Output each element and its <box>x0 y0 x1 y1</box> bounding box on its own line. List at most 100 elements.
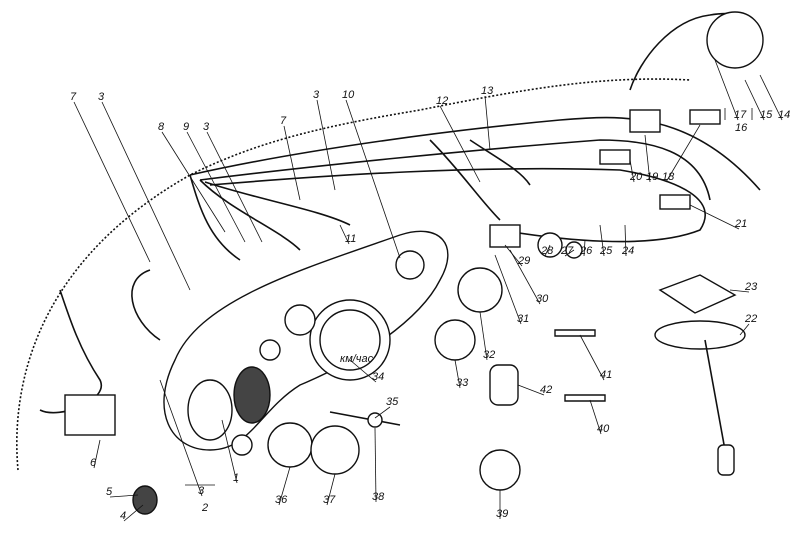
callout-leader-line <box>439 105 481 183</box>
callout-3: 3 <box>198 485 205 497</box>
callout-leader-line <box>564 249 575 257</box>
instrument-panel: км/час <box>163 230 449 451</box>
callout-leader-line <box>73 101 151 263</box>
callout-42: 42 <box>540 384 552 396</box>
callout-leader-line <box>739 323 750 336</box>
callout-1: 1 <box>233 472 239 484</box>
callout-leader-line <box>599 224 605 257</box>
callout-26: 26 <box>579 245 593 257</box>
callout-2: 2 <box>201 502 208 514</box>
callout-leader-line <box>744 79 765 121</box>
callout-5: 5 <box>106 486 113 498</box>
callout-leader-line <box>278 466 291 506</box>
callout-6: 6 <box>90 457 97 469</box>
callout-12: 12 <box>436 95 448 107</box>
callout-29: 29 <box>517 255 530 267</box>
callout-leader-line <box>101 101 191 291</box>
callout-35: 35 <box>386 396 399 408</box>
callout-leader-line <box>629 159 635 183</box>
callout-leader-line <box>349 359 377 383</box>
gauge-32 <box>457 267 503 313</box>
callout-leader-line <box>316 99 336 191</box>
gasket-22 <box>654 320 746 350</box>
callout-leader-line <box>221 419 238 484</box>
callout-21: 21 <box>734 218 747 230</box>
callout-leader-line <box>484 95 491 151</box>
callout-leader-line <box>494 254 522 325</box>
callout-33: 33 <box>456 377 469 389</box>
gauge-36 <box>267 422 313 468</box>
gauge-33 <box>434 319 476 361</box>
callout-leader-line <box>339 224 350 245</box>
callout-32: 32 <box>483 349 495 361</box>
callout-leader-line <box>186 131 246 243</box>
callout-37: 37 <box>323 494 336 506</box>
callout-leader-line <box>544 244 551 257</box>
callout-27: 27 <box>560 245 574 257</box>
callout-25: 25 <box>599 245 613 257</box>
callout-20: 20 <box>629 171 643 183</box>
fuel-sender-23 <box>658 274 737 314</box>
callout-leader-line <box>109 494 139 498</box>
callout-leader-line <box>714 59 739 121</box>
callout-3: 3 <box>203 121 210 133</box>
callout-8: 8 <box>158 121 165 133</box>
callout-leader-line <box>759 74 783 121</box>
callout-leader-line <box>644 134 651 183</box>
callout-23: 23 <box>744 281 758 293</box>
callout-leader-line <box>161 131 226 233</box>
callout-38: 38 <box>372 491 385 503</box>
callout-22: 22 <box>744 313 757 325</box>
callout-18: 18 <box>662 171 675 183</box>
callout-31: 31 <box>517 313 529 325</box>
callout-leader-line <box>689 204 740 230</box>
callout-10: 10 <box>342 89 355 101</box>
callout-3: 3 <box>98 91 105 103</box>
callout-leader-line <box>729 289 750 293</box>
callout-leader-line <box>93 439 101 469</box>
callout-24: 24 <box>621 245 634 257</box>
callout-leader-line <box>206 131 263 243</box>
callout-leader-line <box>123 504 144 522</box>
callout-13: 13 <box>481 85 494 97</box>
callout-leader-line <box>345 99 401 259</box>
callout-leader-line <box>517 384 545 396</box>
callout-9: 9 <box>183 121 189 133</box>
part-42 <box>489 364 519 406</box>
gauge-37 <box>310 425 360 475</box>
callout-17: 17 <box>734 109 747 121</box>
callout-leader-line <box>509 249 541 305</box>
callout-19: 19 <box>646 171 658 183</box>
callout-leader-line <box>589 399 602 435</box>
loose-parts <box>64 11 764 515</box>
callout-7: 7 <box>70 91 77 103</box>
lamp-housing <box>706 11 764 69</box>
callout-39: 39 <box>496 508 508 520</box>
callout-leader-line <box>579 334 605 381</box>
callout-15: 15 <box>760 109 773 121</box>
callout-leader-line <box>326 473 336 506</box>
callout-14: 14 <box>778 109 790 121</box>
callout-leader-line <box>479 311 488 361</box>
callout-34: 34 <box>372 371 384 383</box>
callout-40: 40 <box>597 423 610 435</box>
callout-4: 4 <box>120 510 126 522</box>
callout-leader-line <box>454 359 461 389</box>
callout-36: 36 <box>275 494 288 506</box>
callout-41: 41 <box>600 369 612 381</box>
callout-leader-line <box>665 124 701 183</box>
callout-30: 30 <box>536 293 549 305</box>
callout-leader-line <box>283 125 301 201</box>
callout-leader-line <box>374 406 391 419</box>
callout-11: 11 <box>345 233 356 245</box>
callout-16: 16 <box>735 122 748 134</box>
callout-leader-line <box>583 239 586 257</box>
speedometer-unit-label: км/час <box>340 353 374 365</box>
part-41 <box>554 329 596 337</box>
callout-3: 3 <box>313 89 320 101</box>
callout-7: 7 <box>280 115 287 127</box>
callout-leader-line <box>624 224 627 257</box>
